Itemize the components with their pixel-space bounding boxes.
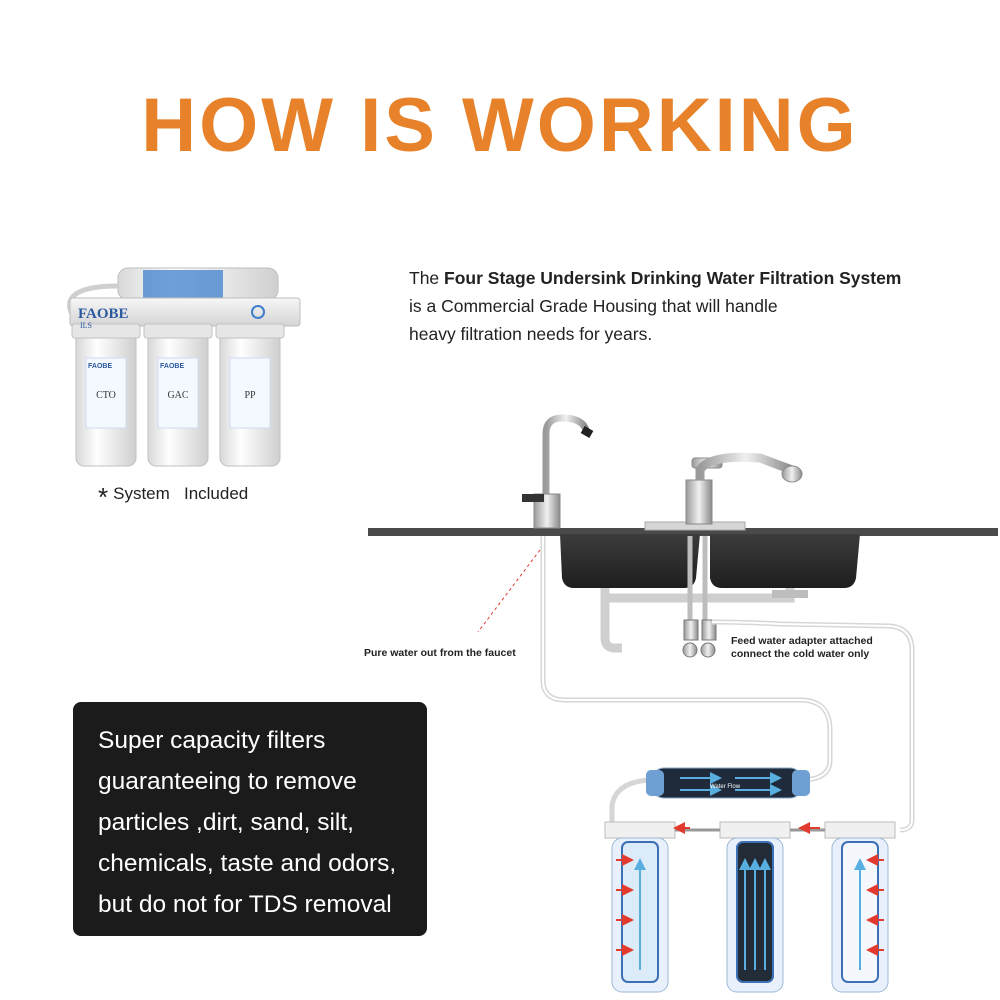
- system-caption: *System Included: [98, 482, 248, 513]
- info-line: guaranteeing to remove: [98, 768, 357, 795]
- sink-basin-right: [710, 534, 860, 588]
- adapter-label-line-1: Feed water adapter attached: [731, 635, 873, 647]
- info-line: Super capacity filters: [98, 727, 326, 754]
- sink-basin-left: [560, 534, 700, 588]
- intro-line-3: heavy filtration needs for years.: [409, 324, 653, 344]
- info-line: but do not for TDS removal: [98, 891, 392, 918]
- filter-logo: FAOBE: [160, 363, 184, 370]
- caption-text: System Included: [113, 484, 249, 503]
- intro-prefix: The: [409, 268, 445, 288]
- filter-label-cto: CTO: [96, 390, 116, 401]
- water-flow-label: Water Flow: [710, 784, 741, 790]
- asterisk-icon: *: [98, 482, 109, 512]
- adapter-label-line-2: connect the cold water only: [731, 648, 870, 660]
- installation-diagram: Water Flow: [368, 414, 998, 993]
- drinking-faucet: [522, 414, 594, 529]
- page-title: HOW IS WORKING: [141, 83, 859, 168]
- filter-label-gac: GAC: [167, 390, 188, 401]
- feed-water-adapter: [682, 619, 717, 658]
- intro-text: The Four Stage Undersink Drinking Water …: [409, 264, 969, 348]
- info-box: Super capacity filters guaranteeing to r…: [73, 702, 427, 936]
- brand-logo: FAOBE: [78, 306, 129, 322]
- info-line: particles ,dirt, sand, silt,: [98, 809, 354, 836]
- intro-line-2: is a Commercial Grade Housing that will …: [409, 296, 778, 316]
- brand-sub: ILS: [80, 321, 92, 330]
- countertop: [368, 528, 998, 536]
- filter-logo: FAOBE: [88, 363, 112, 370]
- info-line: chemicals, taste and odors,: [98, 850, 397, 877]
- flow-arrows: [616, 822, 884, 970]
- inline-membrane-filter: Water Flow: [646, 767, 810, 799]
- swirl-icon: [251, 305, 265, 319]
- intro-bold: Four Stage Undersink Drinking Water Filt…: [444, 268, 902, 288]
- kitchen-faucet: [685, 452, 803, 525]
- adapter-label: Feed water adapter attached connect the …: [731, 635, 873, 661]
- product-photo: FAOBE FAOBE CTO GAC PP FAOBE ILS: [67, 267, 301, 467]
- filter-label-pp: PP: [244, 390, 256, 401]
- faucet-label: Pure water out from the faucet: [364, 647, 516, 659]
